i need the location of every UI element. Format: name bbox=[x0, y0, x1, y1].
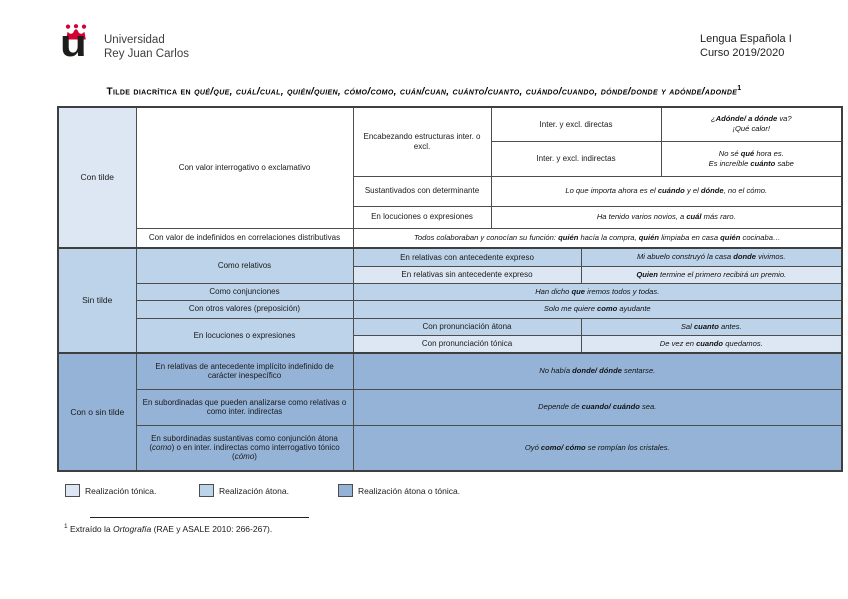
example-todos-colaboraban: Todos colaboraban y conocían su función:… bbox=[352, 227, 843, 249]
logo-u-letter: u bbox=[60, 23, 87, 65]
university-name-line1: Universidad bbox=[104, 34, 165, 46]
example-no-se-que-hora: No sé qué hora es.Es increíble cuánto sa… bbox=[660, 140, 843, 177]
example-sal-cuanto-antes: Sal cuanto antes. bbox=[580, 317, 843, 336]
descriptor-subordinadas-sustantivas: En subordinadas sustantivas como conjunc… bbox=[135, 424, 354, 472]
descriptor-como-relativos: Como relativos bbox=[135, 247, 354, 284]
descriptor-como-conjunciones: Como conjunciones bbox=[135, 282, 354, 301]
example-depende-de-cuando: Depende de cuando/ cuándo sea. bbox=[352, 388, 843, 426]
footnote-separator bbox=[90, 517, 309, 518]
example-han-dicho: Han dicho que iremos todos y todas. bbox=[352, 282, 843, 301]
subdescriptor-encabezando: Encabezando estructuras inter. o excl. bbox=[352, 106, 492, 177]
legend-swatch-atona bbox=[199, 484, 214, 497]
subdescriptor-relativas-con-antecedente: En relativas con antecedente expreso bbox=[352, 247, 582, 267]
subdescriptor-inter-indirectas: Inter. y excl. indirectas bbox=[490, 140, 662, 177]
example-solo-me-quiere: Solo me quiere como ayudante bbox=[352, 299, 843, 319]
descriptor-indefinidos: Con valor de indefinidos en correlacione… bbox=[135, 227, 354, 249]
footnote-text: Extraído la Ortografía (RAE y ASALE 2010… bbox=[70, 523, 273, 534]
subdescriptor-relativas-sin-antecedente: En relativas sin antecedente expreso bbox=[352, 265, 582, 284]
legend-item-tonica: Realización tónica. bbox=[65, 484, 156, 497]
course-info: Lengua Española I Curso 2019/2020 bbox=[700, 33, 792, 60]
legend-swatch-atona-o-tonica bbox=[338, 484, 353, 497]
descriptor-relativas-implicito: En relativas de antecedente implícito in… bbox=[135, 352, 354, 390]
subdescriptor-pronunciacion-tonica: Con pronunciación tónica bbox=[352, 334, 582, 354]
descriptor-subordinadas-analizarse: En subordinadas que pueden analizarse co… bbox=[135, 388, 354, 426]
section-label-sin-tilde: Sin tilde bbox=[57, 247, 137, 354]
subdescriptor-locuciones-con-tilde: En locuciones o expresiones bbox=[352, 205, 492, 229]
footnote-mark: 1 bbox=[64, 523, 68, 530]
course-year: Curso 2019/2020 bbox=[700, 46, 785, 59]
legend-item-atona-o-tonica: Realización átona o tónica. bbox=[338, 484, 460, 497]
descriptor-otros-valores: Con otros valores (preposición) bbox=[135, 299, 354, 319]
legend-label-atona: Realización átona. bbox=[219, 485, 289, 496]
course-name: Lengua Española I bbox=[700, 33, 792, 45]
university-name: Universidad Rey Juan Carlos bbox=[104, 34, 189, 61]
example-adonde-va: ¿Adónde/ a dónde va?¡Qué calor! bbox=[660, 106, 843, 142]
legend-item-atona: Realización átona. bbox=[199, 484, 289, 497]
subdescriptor-pronunciacion-atona: Con pronunciación átona bbox=[352, 317, 582, 336]
legend-label-atona-o-tonica: Realización átona o tónica. bbox=[358, 485, 461, 496]
example-mi-abuelo: Mi abuelo construyó la casa donde vivimo… bbox=[580, 247, 843, 267]
footnote: 1 Extraído la Ortografía (RAE y ASALE 20… bbox=[64, 523, 272, 534]
tilde-diacritica-table: Con tilde Con valor interrogativo o excl… bbox=[57, 106, 844, 472]
page-title: Tilde diacrítica en qué/que, cuál/cual, … bbox=[30, 85, 818, 97]
descriptor-locuciones-sin-tilde: En locuciones o expresiones bbox=[135, 317, 354, 354]
example-de-vez-en-cuando: De vez en cuando quedamos. bbox=[580, 334, 843, 354]
title-footnote-mark: 1 bbox=[737, 85, 742, 92]
example-quien-termine: Quien termine el primero recibirá un pre… bbox=[580, 265, 843, 284]
crown-icon bbox=[65, 24, 87, 40]
example-lo-que-importa: Lo que importa ahora es el cuándo y el d… bbox=[490, 175, 843, 207]
example-no-habia-donde: No había donde/ dónde sentarse. bbox=[352, 352, 843, 390]
page-title-text: Tilde diacrítica en qué/que, cuál/cual, … bbox=[106, 86, 738, 98]
descriptor-interrogativo: Con valor interrogativo o exclamativo bbox=[135, 106, 354, 229]
section-label-con-o-sin-tilde: Con o sin tilde bbox=[57, 352, 137, 472]
legend-label-tonica: Realización tónica. bbox=[85, 485, 157, 496]
example-oyo-como: Oyó como/ cómo se rompían los cristales. bbox=[352, 424, 843, 472]
section-label-con-tilde: Con tilde bbox=[57, 106, 137, 249]
subdescriptor-inter-directas: Inter. y excl. directas bbox=[490, 106, 662, 142]
example-ha-tenido-novios: Ha tenido varios novios, a cuál más raro… bbox=[490, 205, 843, 229]
legend-swatch-tonica bbox=[65, 484, 80, 497]
university-name-line2: Rey Juan Carlos bbox=[104, 47, 190, 60]
subdescriptor-sustantivados: Sustantivados con determinante bbox=[352, 175, 492, 207]
